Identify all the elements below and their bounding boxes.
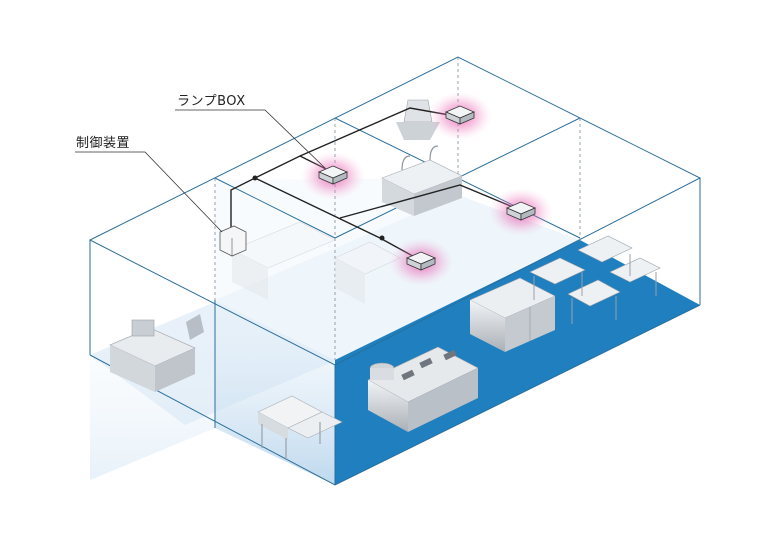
chair: [186, 314, 204, 340]
burner-1: [419, 357, 433, 369]
leader-controller: [75, 151, 223, 233]
monitor: [131, 319, 155, 337]
back-tables: [231, 221, 401, 304]
floor-outline: [89, 304, 701, 486]
desk-front: [110, 345, 155, 392]
wall-front-partition: [215, 300, 335, 485]
sink-front: [382, 178, 414, 216]
cart-top-2: [577, 235, 633, 263]
faucet-2: [429, 145, 439, 161]
burner-3: [401, 369, 415, 381]
office-desk: [109, 314, 204, 392]
stove-range: [367, 346, 479, 432]
faucet-1: [401, 155, 411, 171]
controller-label: 制御装置: [76, 136, 131, 151]
desk-side: [155, 348, 195, 392]
lamp-box-4: [405, 251, 437, 271]
callout-leaders: [75, 109, 326, 233]
lamp-box-1: [444, 105, 476, 125]
lamp-box-3: [505, 201, 537, 221]
worktable-top-2: [287, 411, 343, 439]
worktable-front-1: [258, 412, 288, 440]
control-unit-icon: [219, 225, 247, 257]
control-unit-front: [219, 225, 247, 257]
stock-pot-body: [370, 368, 394, 380]
cart-cluster: [529, 235, 661, 324]
lamp-box-2: [317, 165, 349, 185]
front-worktables: [257, 395, 343, 460]
stove-side: [408, 368, 478, 432]
floor-kitchen-area: [335, 240, 700, 485]
cart-top-1: [529, 257, 586, 285]
sink-side: [414, 176, 462, 216]
cart-top-4: [567, 279, 621, 307]
cable-junction-2: [379, 235, 385, 241]
back-table-front-2: [335, 258, 365, 304]
stove-front: [368, 380, 408, 432]
back-table-front-1: [232, 250, 268, 300]
cable-controller-up: [230, 177, 256, 232]
lamp-box-icon: [301, 92, 553, 286]
lamp-box-label: ランプBOX: [177, 94, 246, 109]
sink-station: [381, 99, 463, 216]
burner-2: [443, 349, 457, 361]
hood-base: [396, 122, 440, 140]
leader-lamp-box: [175, 109, 326, 169]
fridge-front: [470, 300, 505, 352]
cable-junction-1: [252, 175, 258, 181]
